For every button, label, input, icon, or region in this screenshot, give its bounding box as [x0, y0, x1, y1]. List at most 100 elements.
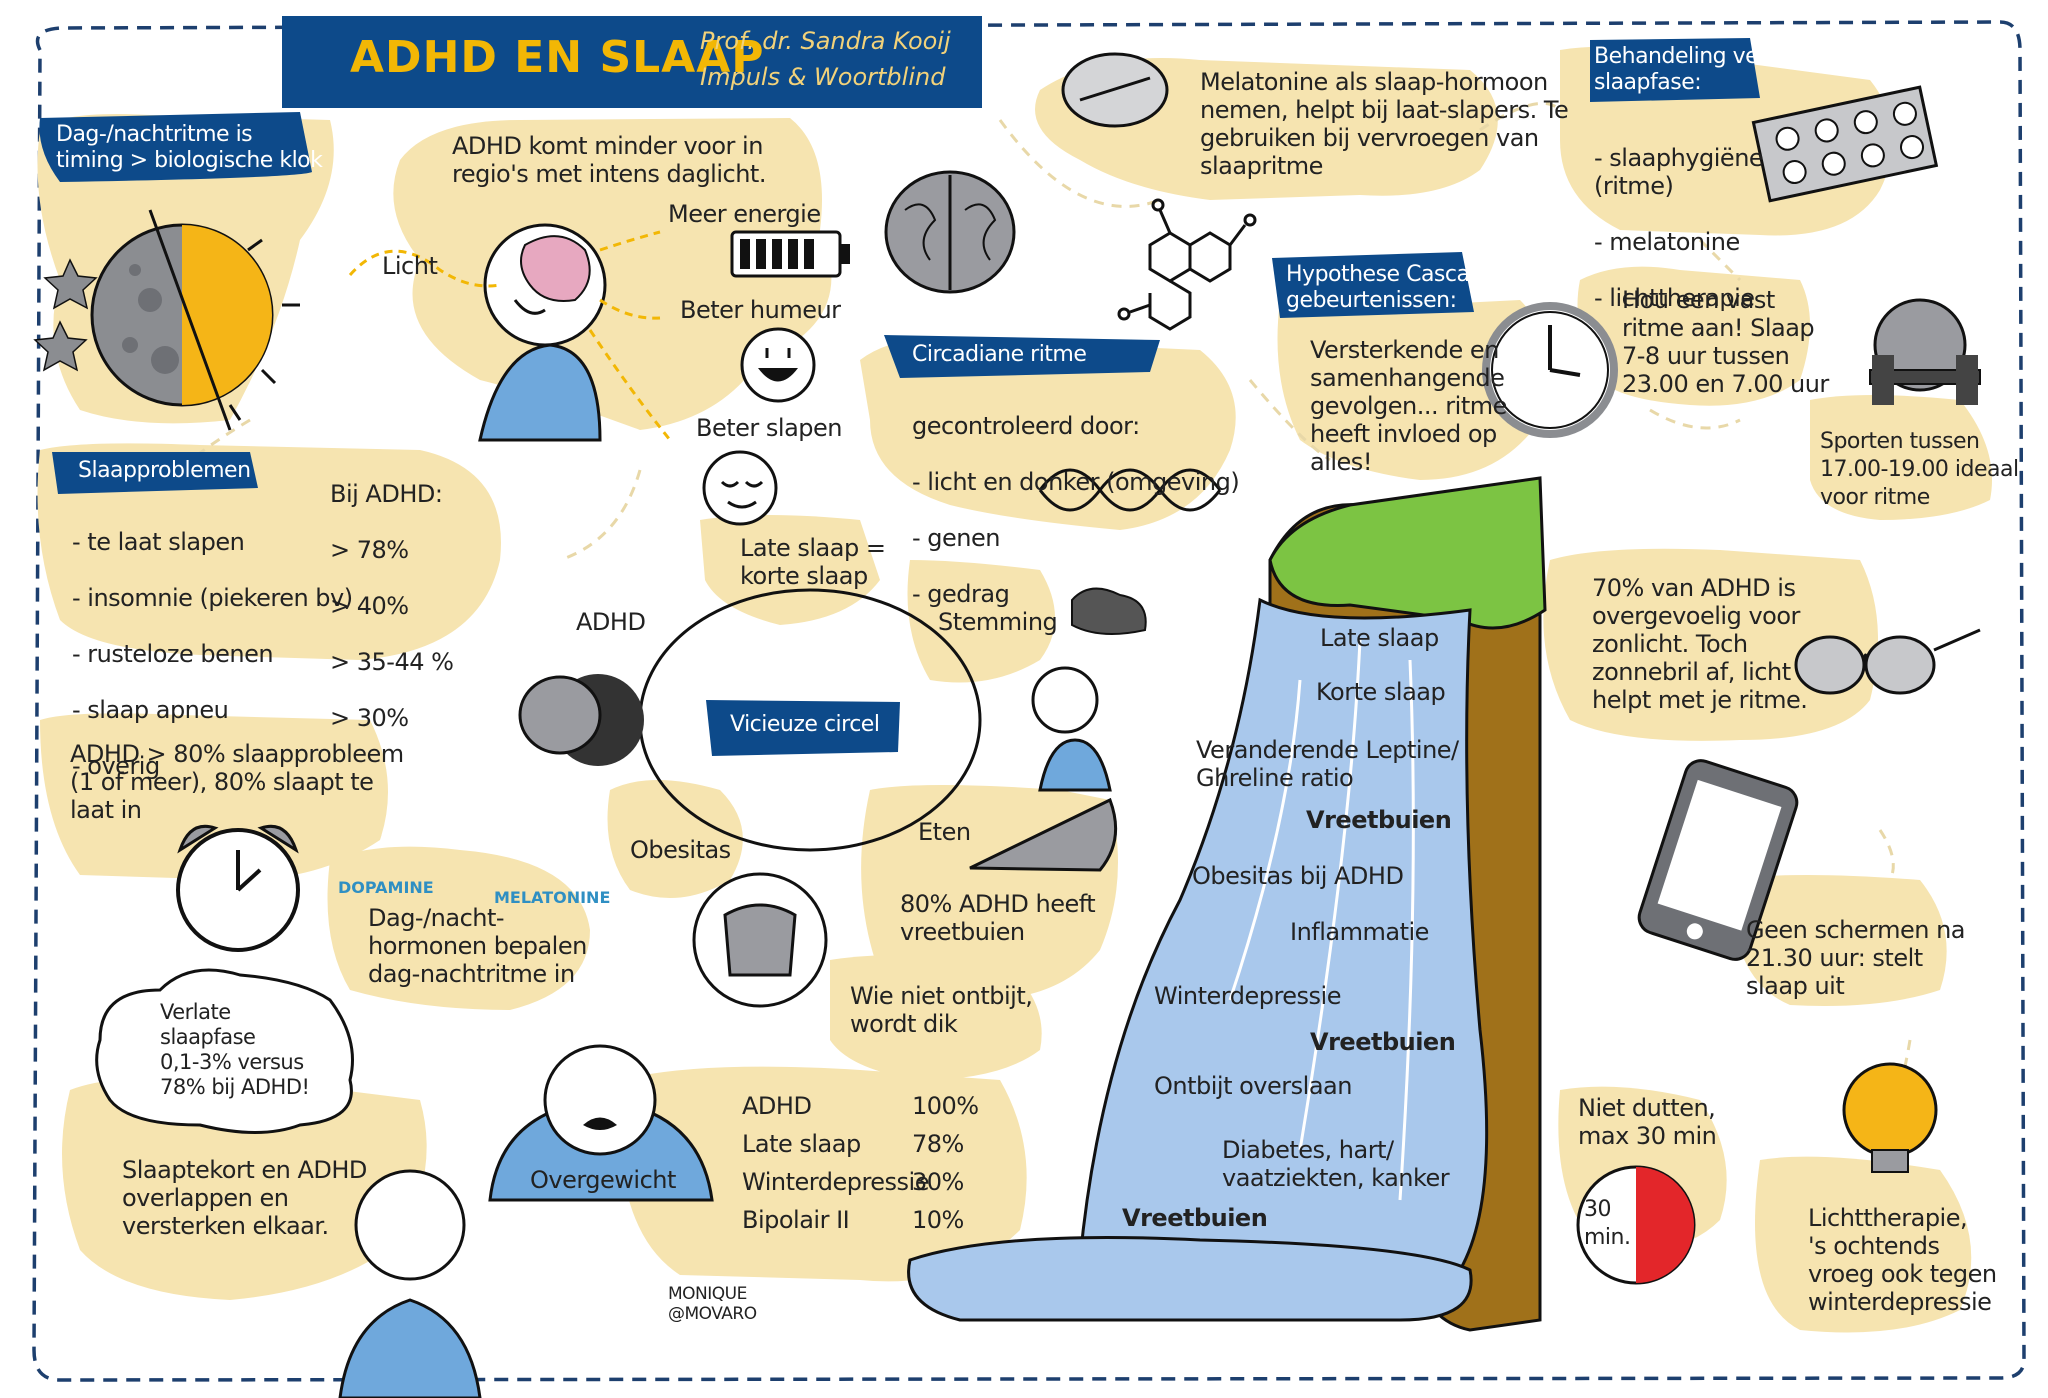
bij-adhd-value: > 40% [330, 592, 409, 620]
wall-clock-icon [1482, 302, 1618, 438]
overweight-person-illustration [488, 1044, 714, 1202]
circadiaan-item: - genen [912, 524, 1000, 552]
brain-gear-icon [518, 674, 644, 766]
overgewicht-name: ADHD [742, 1092, 812, 1120]
daylight-text: ADHD komt minder voor in regio's met int… [452, 132, 766, 188]
phone-icon [1637, 759, 1799, 961]
glasses-icon [1794, 628, 1981, 695]
waterval-item: Ontbijt overslaan [1154, 1072, 1352, 1100]
bij-adhd-value: > 78% [330, 536, 409, 564]
overgewicht-name: Bipolair II [742, 1206, 850, 1234]
overgewicht-label: Overgewicht [530, 1166, 676, 1194]
overgewicht-name: Late slaap [742, 1130, 861, 1158]
waterval-item: Vreetbuien [1122, 1204, 1268, 1232]
light-arrows [348, 230, 672, 441]
slaapprobleem-item: - te laat slapen [72, 528, 245, 556]
timer-text: 30 min. [1584, 1197, 1631, 1250]
waterval-item: Veranderende Leptine/ Ghreline ratio [1196, 736, 1459, 792]
circle-eten-label: Eten [918, 818, 971, 846]
waterval-item: Vreetbuien [1310, 1028, 1456, 1056]
plate-icon [692, 872, 828, 1008]
clock-heading: Dag-/nachtritme is timing > biologische … [56, 122, 323, 173]
melatonine-text: Melatonine als slaap-hormoon nemen, help… [1200, 68, 1569, 180]
overgewicht-value: 78% [912, 1130, 964, 1158]
overgewicht-value: 10% [912, 1206, 964, 1234]
pill-icon [1061, 52, 1169, 128]
slaapproblemen-list: - te laat slapen - insomnie (piekeren bv… [72, 500, 353, 808]
behandeling-item: - slaaphygiëne (ritme) [1594, 144, 1764, 200]
bij-adhd-value: > 30% [330, 704, 409, 732]
circle-adhd-label: ADHD [576, 608, 646, 636]
overgewicht-name: Winterdepressie [742, 1168, 929, 1196]
slapen-label: Beter slapen [696, 414, 843, 442]
energie-label: Meer energie [668, 200, 821, 228]
slaaptekort-text: Slaaptekort en ADHD overlappen en verste… [122, 1156, 367, 1240]
sad-person-illustration [1031, 587, 1147, 792]
battery-icon [730, 230, 850, 278]
page-title: ADHD EN SLAAP [350, 32, 765, 83]
slaapprobleem-item: - slaap apneu [72, 696, 229, 724]
alarm-clock-icon [176, 824, 300, 952]
waterval-item: Obesitas bij ADHD [1192, 862, 1404, 890]
circle-obesitas-label: Obesitas [630, 836, 731, 864]
dopamine-label: DOPAMINE [338, 878, 434, 897]
hypothese-heading: Hypothese Cascade gebeurtenissen: [1286, 262, 1496, 313]
ritme-text: Hou een vast ritme aan! Slaap 7-8 uur tu… [1622, 286, 1829, 398]
dashed-frame [32, 20, 2026, 1382]
hormonen-text: Dag-/nacht- hormonen bepalen dag-nachtri… [368, 904, 587, 988]
overgewicht-value: 100% [912, 1092, 979, 1120]
author: Prof. dr. Sandra Kooij [700, 27, 951, 55]
overgewicht-value: 30% [912, 1168, 964, 1196]
vreetbuien80-text: 80% ADHD heeft vreetbuien [900, 890, 1096, 946]
schermen-text: Geen schermen na 21.30 uur: stelt slaap … [1746, 916, 1966, 1000]
circadiaan-heading: Circadiane ritme [912, 342, 1087, 367]
licht-label: Licht [382, 252, 438, 280]
melatonine-label: MELATONINE [494, 888, 611, 907]
behandeling-heading: Behandeling verlate slaapfase: [1594, 44, 1807, 95]
lichttherapie-text: Lichttherapie, 's ochtends vroeg ook teg… [1808, 1204, 1997, 1316]
blister-pack-icon [1751, 85, 1939, 203]
circadiaan-item: - gedrag [912, 580, 1010, 608]
publisher: Impuls & Woortblind [700, 63, 946, 91]
slaapproblemen-heading: Slaapproblemen [78, 458, 251, 483]
dutten-text: Niet dutten, max 30 min [1578, 1094, 1717, 1150]
hypothese-text: Versterkende en samenhangende gevolgen..… [1310, 336, 1507, 476]
waterval-item: Winterdepressie [1154, 982, 1341, 1010]
behandeling-item: - melatonine [1594, 228, 1740, 256]
bij-adhd-heading: Bij ADHD: [330, 480, 443, 508]
circle-stemming-label: Stemming [938, 608, 1058, 636]
thought-cloud [95, 968, 354, 1134]
dna-icon [1038, 468, 1222, 512]
title-banner [282, 16, 982, 108]
bij-adhd-value: > 35-44 % [330, 648, 454, 676]
brain-icon [884, 170, 1016, 294]
vicieuze-circel-label: Vicieuze circel [730, 712, 880, 737]
waterval-item: Vreetbuien [1306, 806, 1452, 834]
circadiaan-item: gecontroleerd door: [912, 412, 1140, 440]
slaapprobleem-item: - overig [72, 752, 160, 780]
waterval-item: Inflammatie [1290, 918, 1429, 946]
head-with-brain-illustration [478, 223, 607, 442]
circadiaan-item: - licht en donker (omgeving) [912, 468, 1240, 496]
circle-late-label: Late slaap = korte slaap [740, 534, 886, 590]
sport-text: Sporten tussen 17.00-19.00 ideaal voor r… [1820, 429, 2019, 510]
verlate-text: Verlate slaapfase 0,1-3% versus 78% bij … [160, 1000, 310, 1099]
behandeling-list: - slaaphygiëne (ritme) - melatonine - li… [1594, 116, 1764, 340]
background-blobs [37, 46, 1992, 1333]
alarm-text: ADHD > 80% slaapprobleem (1 of meer), 80… [70, 740, 404, 824]
waterval-item: Korte slaap [1316, 678, 1446, 706]
slaapprobleem-item: - rusteloze benen [72, 640, 274, 668]
slaapprobleem-item: - insomnie (piekeren bv) [72, 584, 353, 612]
sport-equipment-icon [1869, 298, 1981, 405]
timer-icon [1576, 1165, 1696, 1285]
ontbijt-text: Wie niet ontbijt, wordt dik [850, 982, 1033, 1038]
bij-adhd-values: > 78% > 40% > 35-44 % > 30% [330, 508, 454, 760]
moon-sun-illustration [33, 209, 300, 431]
signature: MONIQUE @MOVARO [668, 1284, 757, 1324]
zonlicht-text: 70% van ADHD is overgevoelig voor zonlic… [1592, 574, 1808, 714]
waterval-item: Late slaap [1320, 624, 1439, 652]
sleeping-face-icon [702, 450, 778, 526]
circadiaan-list: gecontroleerd door: - licht en donker (o… [912, 384, 1240, 636]
